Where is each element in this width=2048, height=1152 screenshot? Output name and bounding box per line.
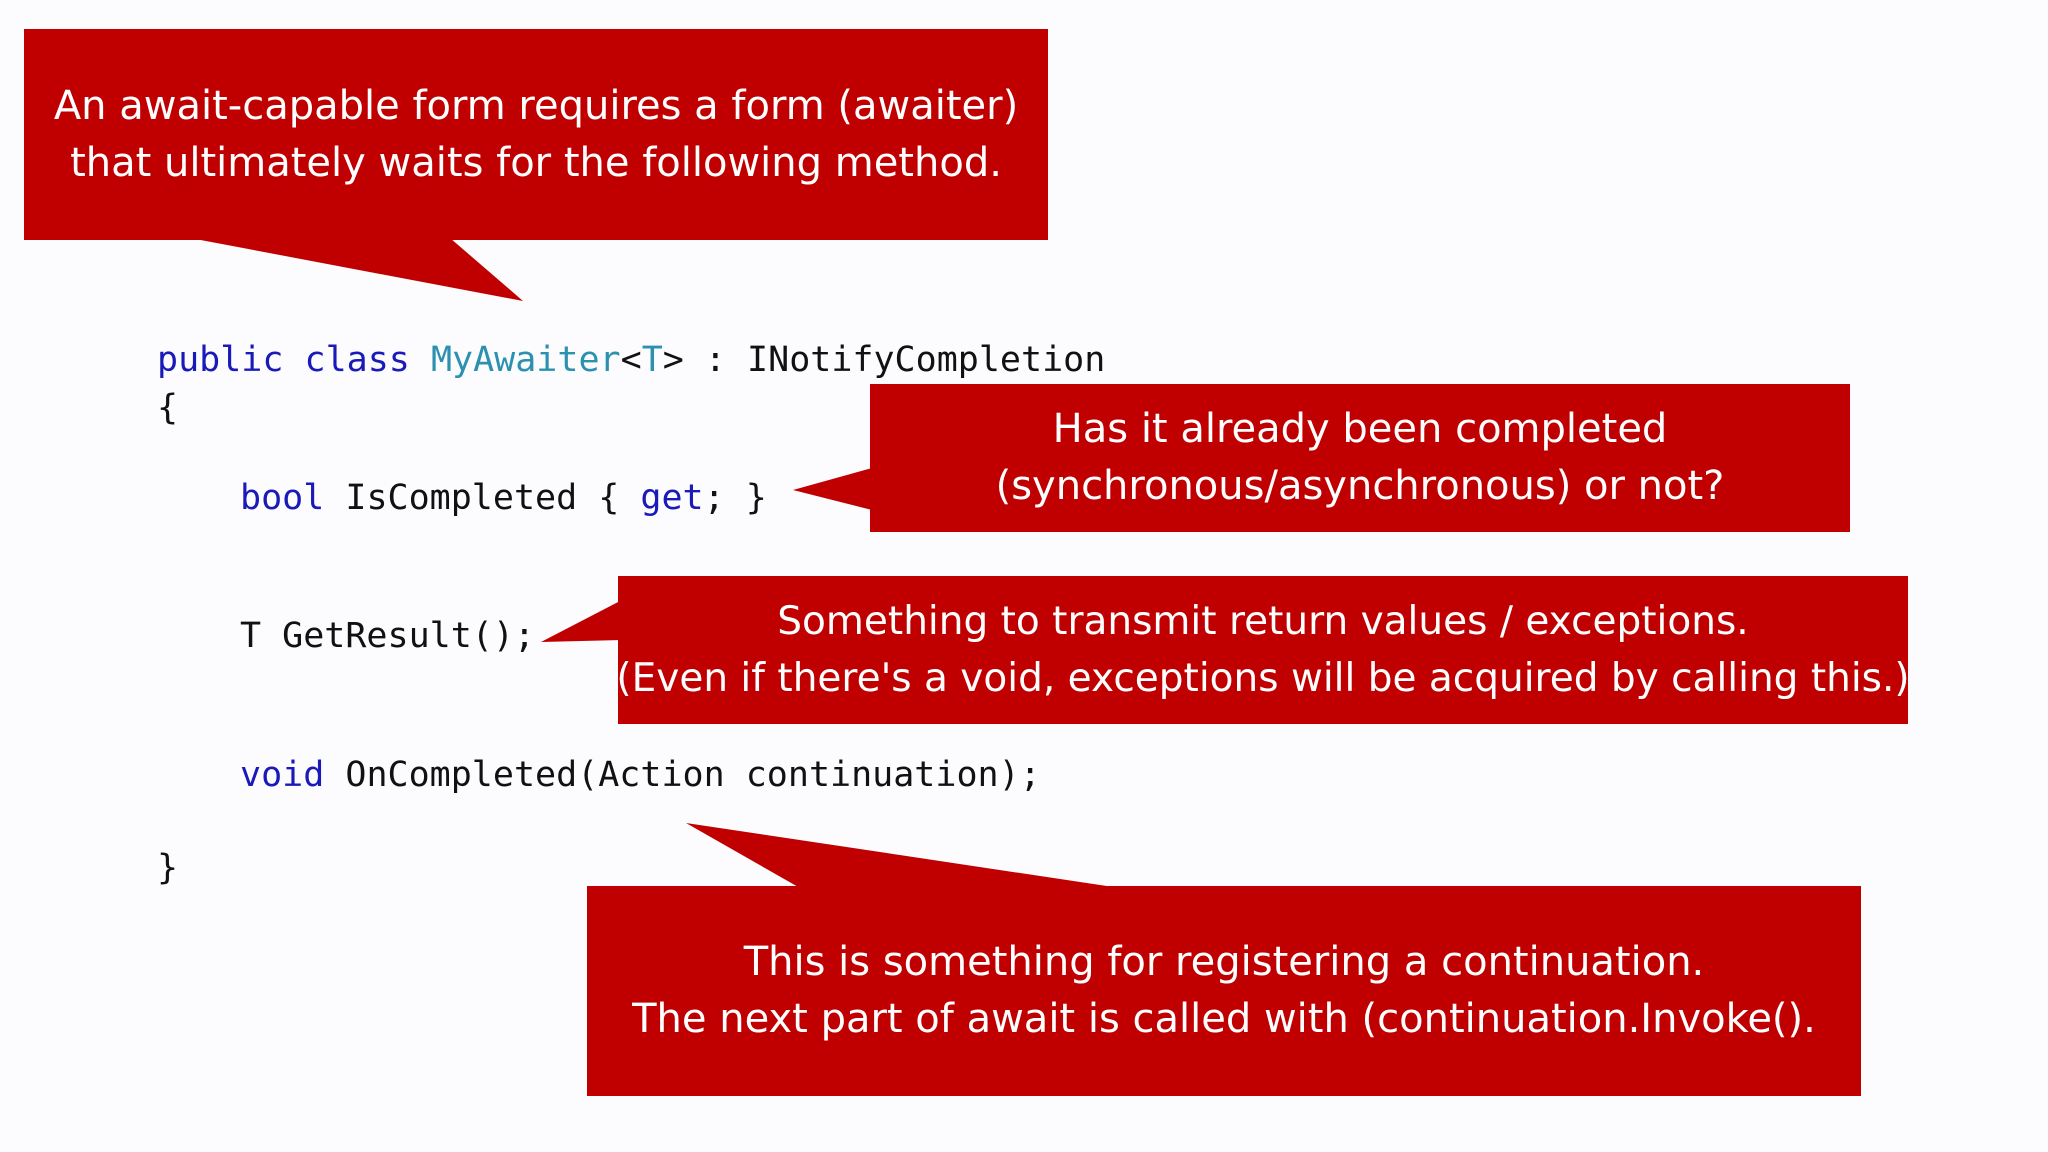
on-completed-signature: OnCompleted(Action continuation); xyxy=(324,755,1041,795)
callout-on-completed-line-2: The next part of await is called with (c… xyxy=(632,996,1816,1042)
callout-get-result: Something to transmit return values / ex… xyxy=(616,576,1910,724)
is-completed-member: IsCompleted { xyxy=(324,478,641,518)
callout-awaiter-line-1: An await-capable form requires a form (a… xyxy=(53,82,1019,129)
callout-on-completed: This is something for registering a cont… xyxy=(587,886,1861,1096)
code-close-brace: } xyxy=(157,848,179,888)
callout-is-completed-line-1: Has it already been completed xyxy=(1052,406,1668,452)
callout-completed-pointer xyxy=(793,468,872,510)
generic-open: < xyxy=(620,340,642,380)
callout-get-result-line-2: (Even if there's a void, exceptions will… xyxy=(616,656,1910,701)
code-on-completed-method: void OnCompleted(Action continuation); xyxy=(240,755,1041,795)
keyword-void: void xyxy=(240,755,325,795)
interface-clause: : INotifyCompletion xyxy=(683,340,1106,380)
is-completed-end: ; } xyxy=(703,478,767,518)
type-name: MyAwaiter xyxy=(430,340,621,380)
callout-is-completed: Has it already been completed (synchrono… xyxy=(870,384,1850,532)
keyword-bool: bool xyxy=(240,478,325,518)
callout-awaiter-line-2: that ultimately waits for the following … xyxy=(70,139,1002,186)
callout-top-pointer xyxy=(190,238,523,301)
callout-awaiter-explanation: An await-capable form requires a form (a… xyxy=(24,29,1048,240)
type-parameter: T xyxy=(641,340,663,380)
keyword-public: public xyxy=(157,340,284,380)
code-open-brace: { xyxy=(157,388,179,428)
callout-result-pointer xyxy=(541,600,622,642)
callout-get-result-line-1: Something to transmit return values / ex… xyxy=(777,599,1749,644)
callout-oncompleted-pointer xyxy=(686,823,1120,888)
code-class-declaration: public class MyAwaiter<T> : INotifyCompl… xyxy=(157,340,1105,380)
code-is-completed-property: bool IsCompleted { get; } xyxy=(240,478,767,518)
code-get-result-method: T GetResult(); xyxy=(240,616,536,656)
keyword-get: get xyxy=(640,478,704,518)
keyword-class: class xyxy=(304,340,410,380)
callout-on-completed-line-1: This is something for registering a cont… xyxy=(743,939,1705,985)
generic-close: > xyxy=(662,340,684,380)
callout-is-completed-line-2: (synchronous/asynchronous) or not? xyxy=(995,463,1725,509)
